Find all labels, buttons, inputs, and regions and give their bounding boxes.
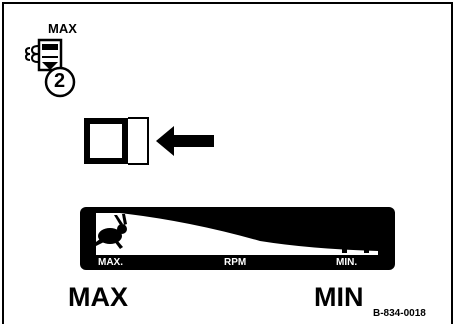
switch-diagram bbox=[84, 114, 224, 179]
turtle-icon bbox=[338, 235, 383, 253]
bar-rpm-label: RPM bbox=[224, 257, 247, 268]
choke-max-label: MAX bbox=[48, 21, 77, 36]
min-label: MIN bbox=[314, 282, 364, 312]
switch-push-arrow-icon bbox=[84, 117, 214, 165]
choke-indicator: MAX 2 bbox=[20, 22, 100, 102]
choke-position-number: 2 bbox=[54, 70, 66, 92]
max-label: MAX bbox=[68, 282, 128, 312]
throttle-rpm-bar: MAX. RPM MIN. bbox=[80, 207, 395, 270]
bar-max-label: MAX. bbox=[98, 257, 123, 268]
choke-max-icon bbox=[24, 38, 76, 98]
rabbit-icon bbox=[92, 214, 127, 249]
throttle-bar-graphic bbox=[92, 213, 383, 255]
figure-code: B-834-0018 bbox=[373, 308, 426, 319]
bar-min-label: MIN. bbox=[336, 257, 358, 268]
